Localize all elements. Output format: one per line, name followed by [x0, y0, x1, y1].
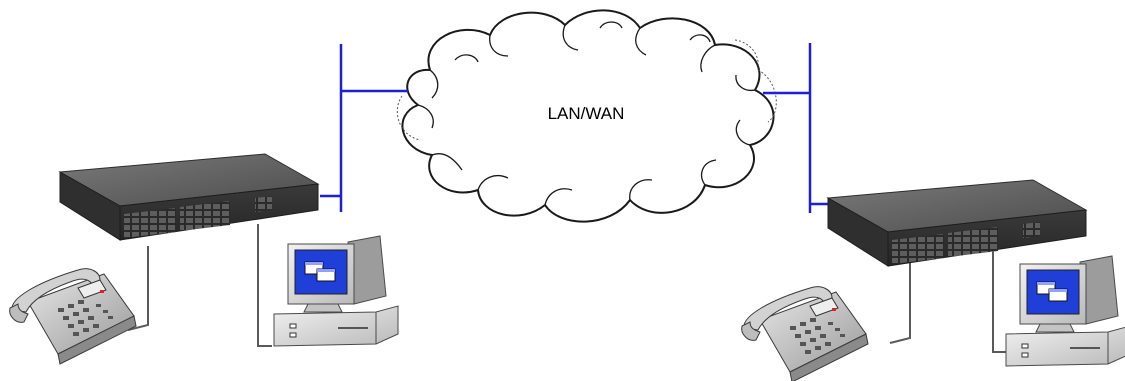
left-network-switch-icon [59, 153, 319, 241]
left-computer-cable [257, 224, 272, 347]
right-network-link [763, 43, 830, 213]
right-phone-cable [889, 258, 911, 344]
cloud-icon [396, 9, 777, 223]
left-network-link [320, 44, 408, 212]
right-network-switch-icon [827, 179, 1087, 267]
right-computer-cable [992, 250, 1008, 353]
left-phone-cable [127, 246, 149, 331]
network-label: LAN/WAN [548, 104, 625, 123]
left-desktop-computer-icon [273, 235, 399, 347]
left-desk-phone-icon [9, 268, 137, 365]
right-desktop-computer-icon [1005, 255, 1125, 367]
right-desk-phone-icon [741, 286, 869, 381]
